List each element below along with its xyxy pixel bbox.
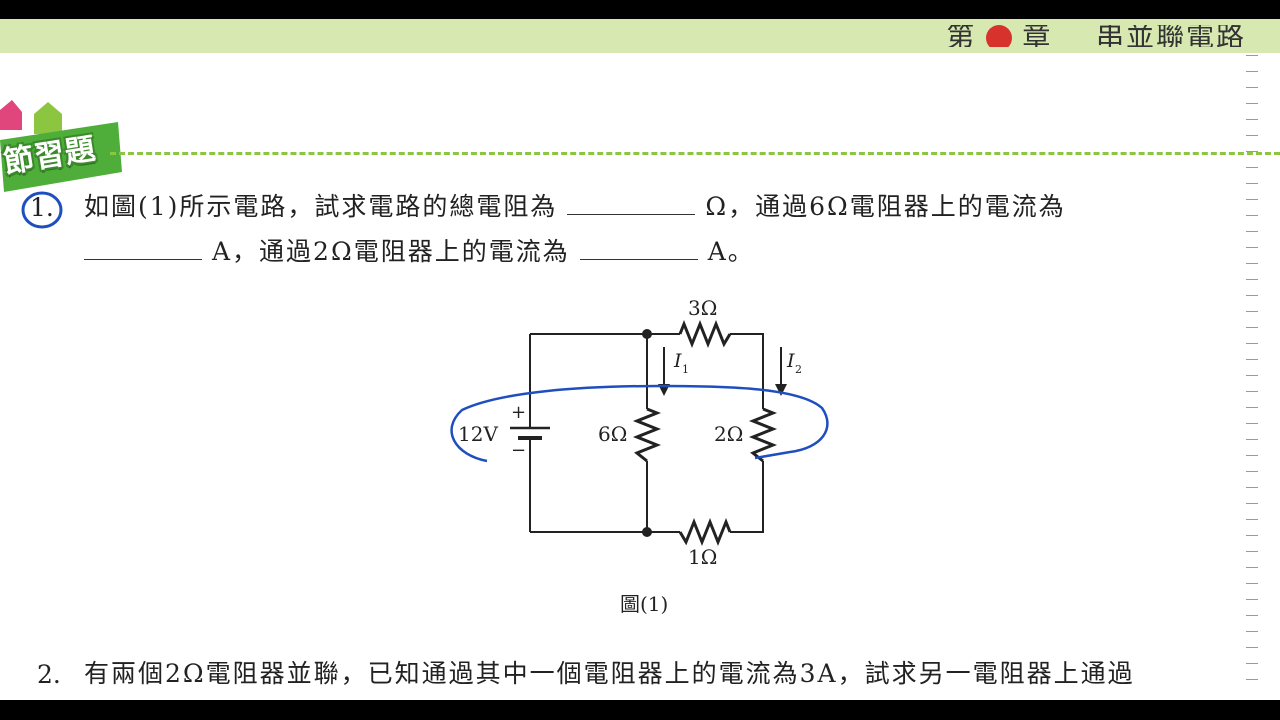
chapter-number-dot bbox=[986, 25, 1013, 47]
resistor-1ohm bbox=[678, 517, 732, 547]
margin-ruler bbox=[1246, 55, 1258, 695]
label-minus: − bbox=[511, 440, 526, 461]
chapter-title: 第 章 串並聯電路 bbox=[946, 25, 1246, 47]
label-i2-sub: 2 bbox=[795, 363, 802, 376]
label-2ohm: 2Ω bbox=[714, 422, 743, 446]
question-2-number: 2. bbox=[37, 660, 61, 689]
question-1-number: 1. bbox=[30, 193, 54, 222]
junction-top bbox=[642, 329, 652, 339]
question-1-end: A。 bbox=[707, 237, 755, 266]
annotation-loop bbox=[450, 384, 829, 463]
section-badge-icon bbox=[0, 100, 122, 192]
label-plus: + bbox=[511, 402, 526, 423]
chapter-suffix: 章 bbox=[1022, 25, 1053, 47]
question-1-line-1: 如圖(1)所示電路，試求電路的總電阻為 Ω，通過6Ω電阻器上的電流為 bbox=[84, 192, 1066, 222]
label-i1-sub: 1 bbox=[682, 363, 689, 376]
chapter-prefix: 第 bbox=[946, 25, 977, 47]
circuit-diagram: 3Ω 1Ω 6Ω 2Ω 12V + − I 1 I 2 bbox=[450, 296, 829, 569]
resistor-6ohm bbox=[632, 407, 662, 463]
chapter-name: 串並聯電路 bbox=[1095, 25, 1246, 47]
question-1-line-2: A，通過2Ω電阻器上的電流為 A。 bbox=[84, 237, 755, 267]
label-1ohm: 1Ω bbox=[688, 545, 717, 569]
resistor-2ohm bbox=[748, 407, 778, 463]
answer-blank-current-2ohm[interactable] bbox=[579, 237, 698, 260]
figure-caption: 圖(1) bbox=[620, 592, 669, 616]
label-i2: I bbox=[786, 350, 795, 372]
top-black-bar bbox=[0, 0, 1280, 19]
wire-right-lower bbox=[730, 461, 764, 533]
junction-bottom bbox=[642, 527, 652, 537]
answer-blank-current-6ohm[interactable] bbox=[84, 237, 202, 260]
bottom-black-bar bbox=[0, 700, 1280, 720]
annotation-circle bbox=[21, 191, 63, 229]
section-divider bbox=[110, 152, 1280, 155]
question-2-text: 有兩個2Ω電阻器並聯，已知通過其中一個電阻器上的電流為3A，試求另一電阻器上通過 bbox=[84, 659, 1135, 688]
label-6ohm: 6Ω bbox=[598, 422, 627, 446]
resistor-3ohm bbox=[678, 319, 732, 349]
label-12v: 12V bbox=[458, 422, 498, 446]
chapter-header-band: 第 章 串並聯電路 bbox=[0, 19, 1280, 53]
question-1-unit-a: A，通過2Ω電阻器上的電流為 bbox=[212, 237, 570, 266]
answer-blank-total-resistance[interactable] bbox=[567, 192, 696, 215]
label-3ohm: 3Ω bbox=[688, 296, 717, 320]
question-1-stem: 如圖(1)所示電路，試求電路的總電阻為 bbox=[84, 192, 558, 221]
label-i1: I bbox=[673, 350, 682, 372]
wire-top-right bbox=[730, 333, 764, 409]
question-1-unit-ohm: Ω，通過6Ω電阻器上的電流為 bbox=[705, 192, 1066, 221]
